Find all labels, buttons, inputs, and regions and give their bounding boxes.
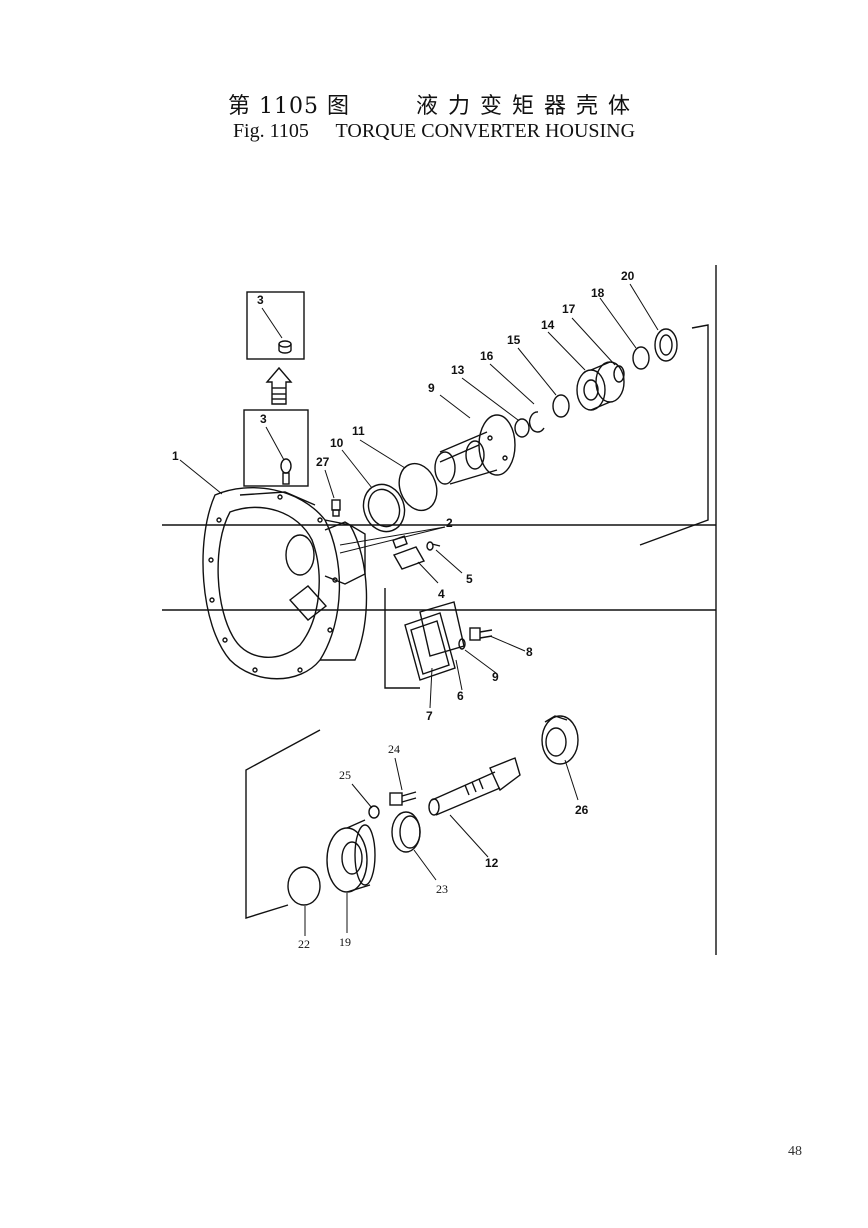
frame-bracket-top bbox=[639, 324, 709, 546]
callout-label: 11 bbox=[352, 424, 365, 438]
callout-label: 22 bbox=[298, 937, 310, 951]
page-number: 48 bbox=[788, 1144, 802, 1159]
callout-label: 25 bbox=[339, 768, 351, 782]
callout-label: 3 bbox=[257, 293, 264, 307]
callout-label: 1 bbox=[172, 449, 179, 463]
washer-part-25 bbox=[368, 805, 380, 819]
callout-label: 19 bbox=[339, 935, 351, 949]
chinese-title: 第 1105 图 液力变矩器壳体 bbox=[0, 88, 868, 120]
output-shaft-part-13 bbox=[428, 757, 521, 816]
frame-bracket-bottom bbox=[245, 729, 321, 919]
snap-ring-part-17 bbox=[528, 411, 545, 433]
callout-label: 26 bbox=[575, 803, 589, 817]
plug-part-27 bbox=[331, 499, 341, 517]
bolt-part-8 bbox=[469, 627, 493, 641]
arrow-up-icon bbox=[265, 366, 293, 405]
o-ring-part-22 bbox=[287, 866, 321, 906]
callout-label: 4 bbox=[438, 587, 445, 601]
torque-converter-housing-part bbox=[202, 487, 368, 680]
callout-label: 8 bbox=[526, 645, 533, 659]
callout-label: 13 bbox=[451, 363, 465, 377]
callout-label: 17 bbox=[562, 302, 576, 316]
washer-part-9 bbox=[458, 638, 466, 650]
callout-label: 9 bbox=[492, 670, 499, 684]
english-title: Fig. 1105 TORQUE CONVERTER HOUSING bbox=[0, 120, 868, 143]
bearing-part-23 bbox=[391, 811, 421, 853]
callout-label: 15 bbox=[507, 333, 521, 347]
callout-label: 6 bbox=[457, 689, 464, 703]
callout-label: 9 bbox=[428, 381, 435, 395]
ring-part-14 bbox=[514, 418, 530, 438]
callout-label: 14 bbox=[541, 318, 555, 332]
callout-label: 20 bbox=[621, 269, 635, 283]
callout-label: 27 bbox=[316, 455, 330, 469]
callout-labels: 3 3 1 27 10 11 9 13 16 15 14 17 18 20 2 … bbox=[172, 269, 635, 951]
bearing-part-15 bbox=[576, 361, 625, 411]
ring-part-11 bbox=[362, 483, 406, 533]
callout-label: 7 bbox=[426, 709, 433, 723]
bearing-cover-part-20 bbox=[326, 819, 376, 893]
bolt-part-24 bbox=[389, 791, 417, 806]
cover-part-4 bbox=[392, 546, 426, 570]
callout-label: 3 bbox=[260, 412, 267, 426]
callout-label: 24 bbox=[388, 742, 400, 756]
callout-label: 2 bbox=[446, 516, 453, 530]
callout-label: 5 bbox=[466, 572, 473, 586]
ring-part-19 bbox=[632, 346, 650, 370]
callout-label: 12 bbox=[485, 856, 499, 870]
frame-bracket-middle bbox=[384, 588, 420, 689]
bolt-part-5 bbox=[426, 541, 441, 551]
ring-part-16 bbox=[552, 394, 570, 418]
cover-plate-part-7 bbox=[404, 612, 456, 681]
english-figure-name: TORQUE CONVERTER HOUSING bbox=[335, 120, 636, 142]
callout-label: 23 bbox=[436, 882, 448, 896]
callout-label: 10 bbox=[330, 436, 344, 450]
leader-lines bbox=[179, 283, 659, 936]
chinese-figure-number: 第 1105 图 bbox=[228, 94, 350, 119]
shaft-hub-part bbox=[434, 414, 516, 485]
chinese-figure-name: 液力变矩器壳体 bbox=[415, 94, 640, 119]
callout-label: 18 bbox=[591, 286, 605, 300]
english-figure-number: Fig. 1105 bbox=[232, 120, 309, 142]
coupling-part-26 bbox=[541, 715, 579, 765]
inset-box-top bbox=[246, 291, 305, 360]
ring-part-12 bbox=[398, 462, 438, 512]
bearing-part-21 bbox=[654, 328, 678, 362]
inset-box-bottom bbox=[243, 409, 309, 487]
gasket-part-6 bbox=[419, 601, 465, 657]
callout-label: 16 bbox=[480, 349, 494, 363]
eye-bolt-part bbox=[280, 458, 292, 485]
cap-plug-part bbox=[278, 340, 292, 354]
snap-ring-part-18 bbox=[613, 365, 625, 383]
